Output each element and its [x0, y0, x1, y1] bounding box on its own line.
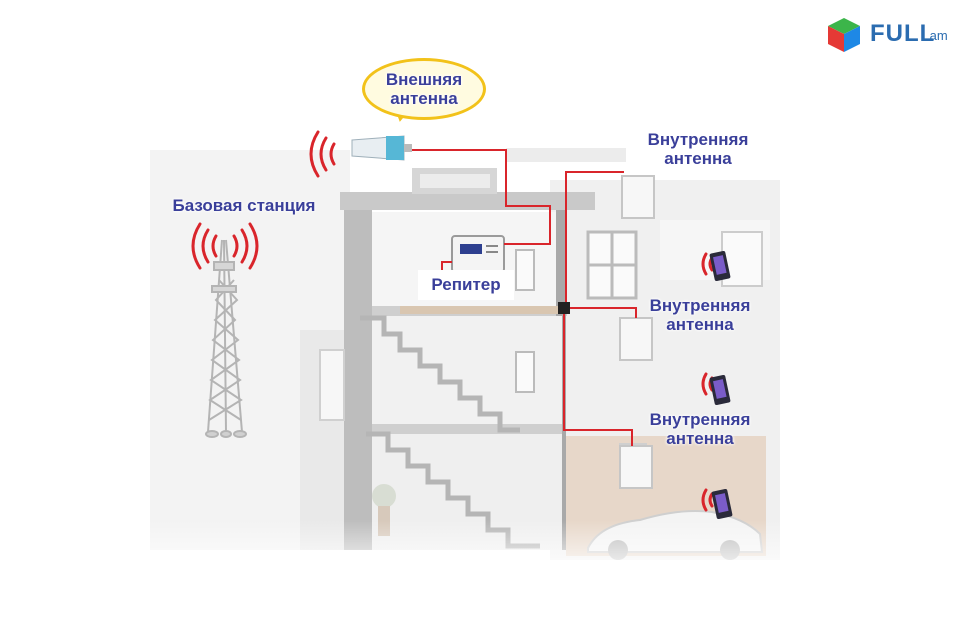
external-antenna-label: Внешняя антенна: [362, 70, 486, 108]
internal-antenna-top-line2: антенна: [664, 149, 732, 168]
internal-antenna-label-top: Внутренняя антенна: [636, 130, 760, 168]
base-station-tower: [205, 239, 247, 438]
external-antenna: [351, 135, 626, 162]
phone-icon-mid: [709, 375, 731, 405]
full-am-logo[interactable]: FULL .am: [822, 14, 957, 54]
internal-antenna-panel-low: [619, 445, 653, 489]
splitter-box: [558, 302, 570, 314]
internal-antenna-mid-line1: Внутренняя: [649, 296, 751, 315]
logo-brand: FULL: [870, 20, 936, 47]
repeater-device: [451, 235, 505, 273]
internal-antenna-panel-top: [621, 175, 655, 219]
internal-antenna-mid-line2: антенна: [666, 315, 734, 334]
base-station-label: Базовая станция: [172, 196, 316, 215]
external-antenna-bubble: [362, 58, 486, 120]
internal-antenna-label-low: Внутренняя антенна: [638, 410, 762, 448]
internal-antenna-low-line2: антенна: [666, 429, 734, 448]
internal-antenna-low-line1: Внутренняя: [649, 410, 751, 429]
external-antenna-label-line1: Внешняя: [385, 70, 463, 89]
logo-domain: .am: [926, 28, 948, 43]
external-antenna-label-line2: антенна: [390, 89, 458, 108]
internal-antenna-label-mid: Внутренняя антенна: [638, 296, 762, 334]
internal-antenna-panel-mid: [619, 317, 653, 361]
repeater-label: Репитер: [418, 270, 514, 300]
phone-icon-low: [711, 489, 733, 519]
logo-cube-icon: [828, 18, 860, 52]
phone-icon-top: [709, 251, 731, 281]
internal-antenna-top-line1: Внутренняя: [647, 130, 749, 149]
